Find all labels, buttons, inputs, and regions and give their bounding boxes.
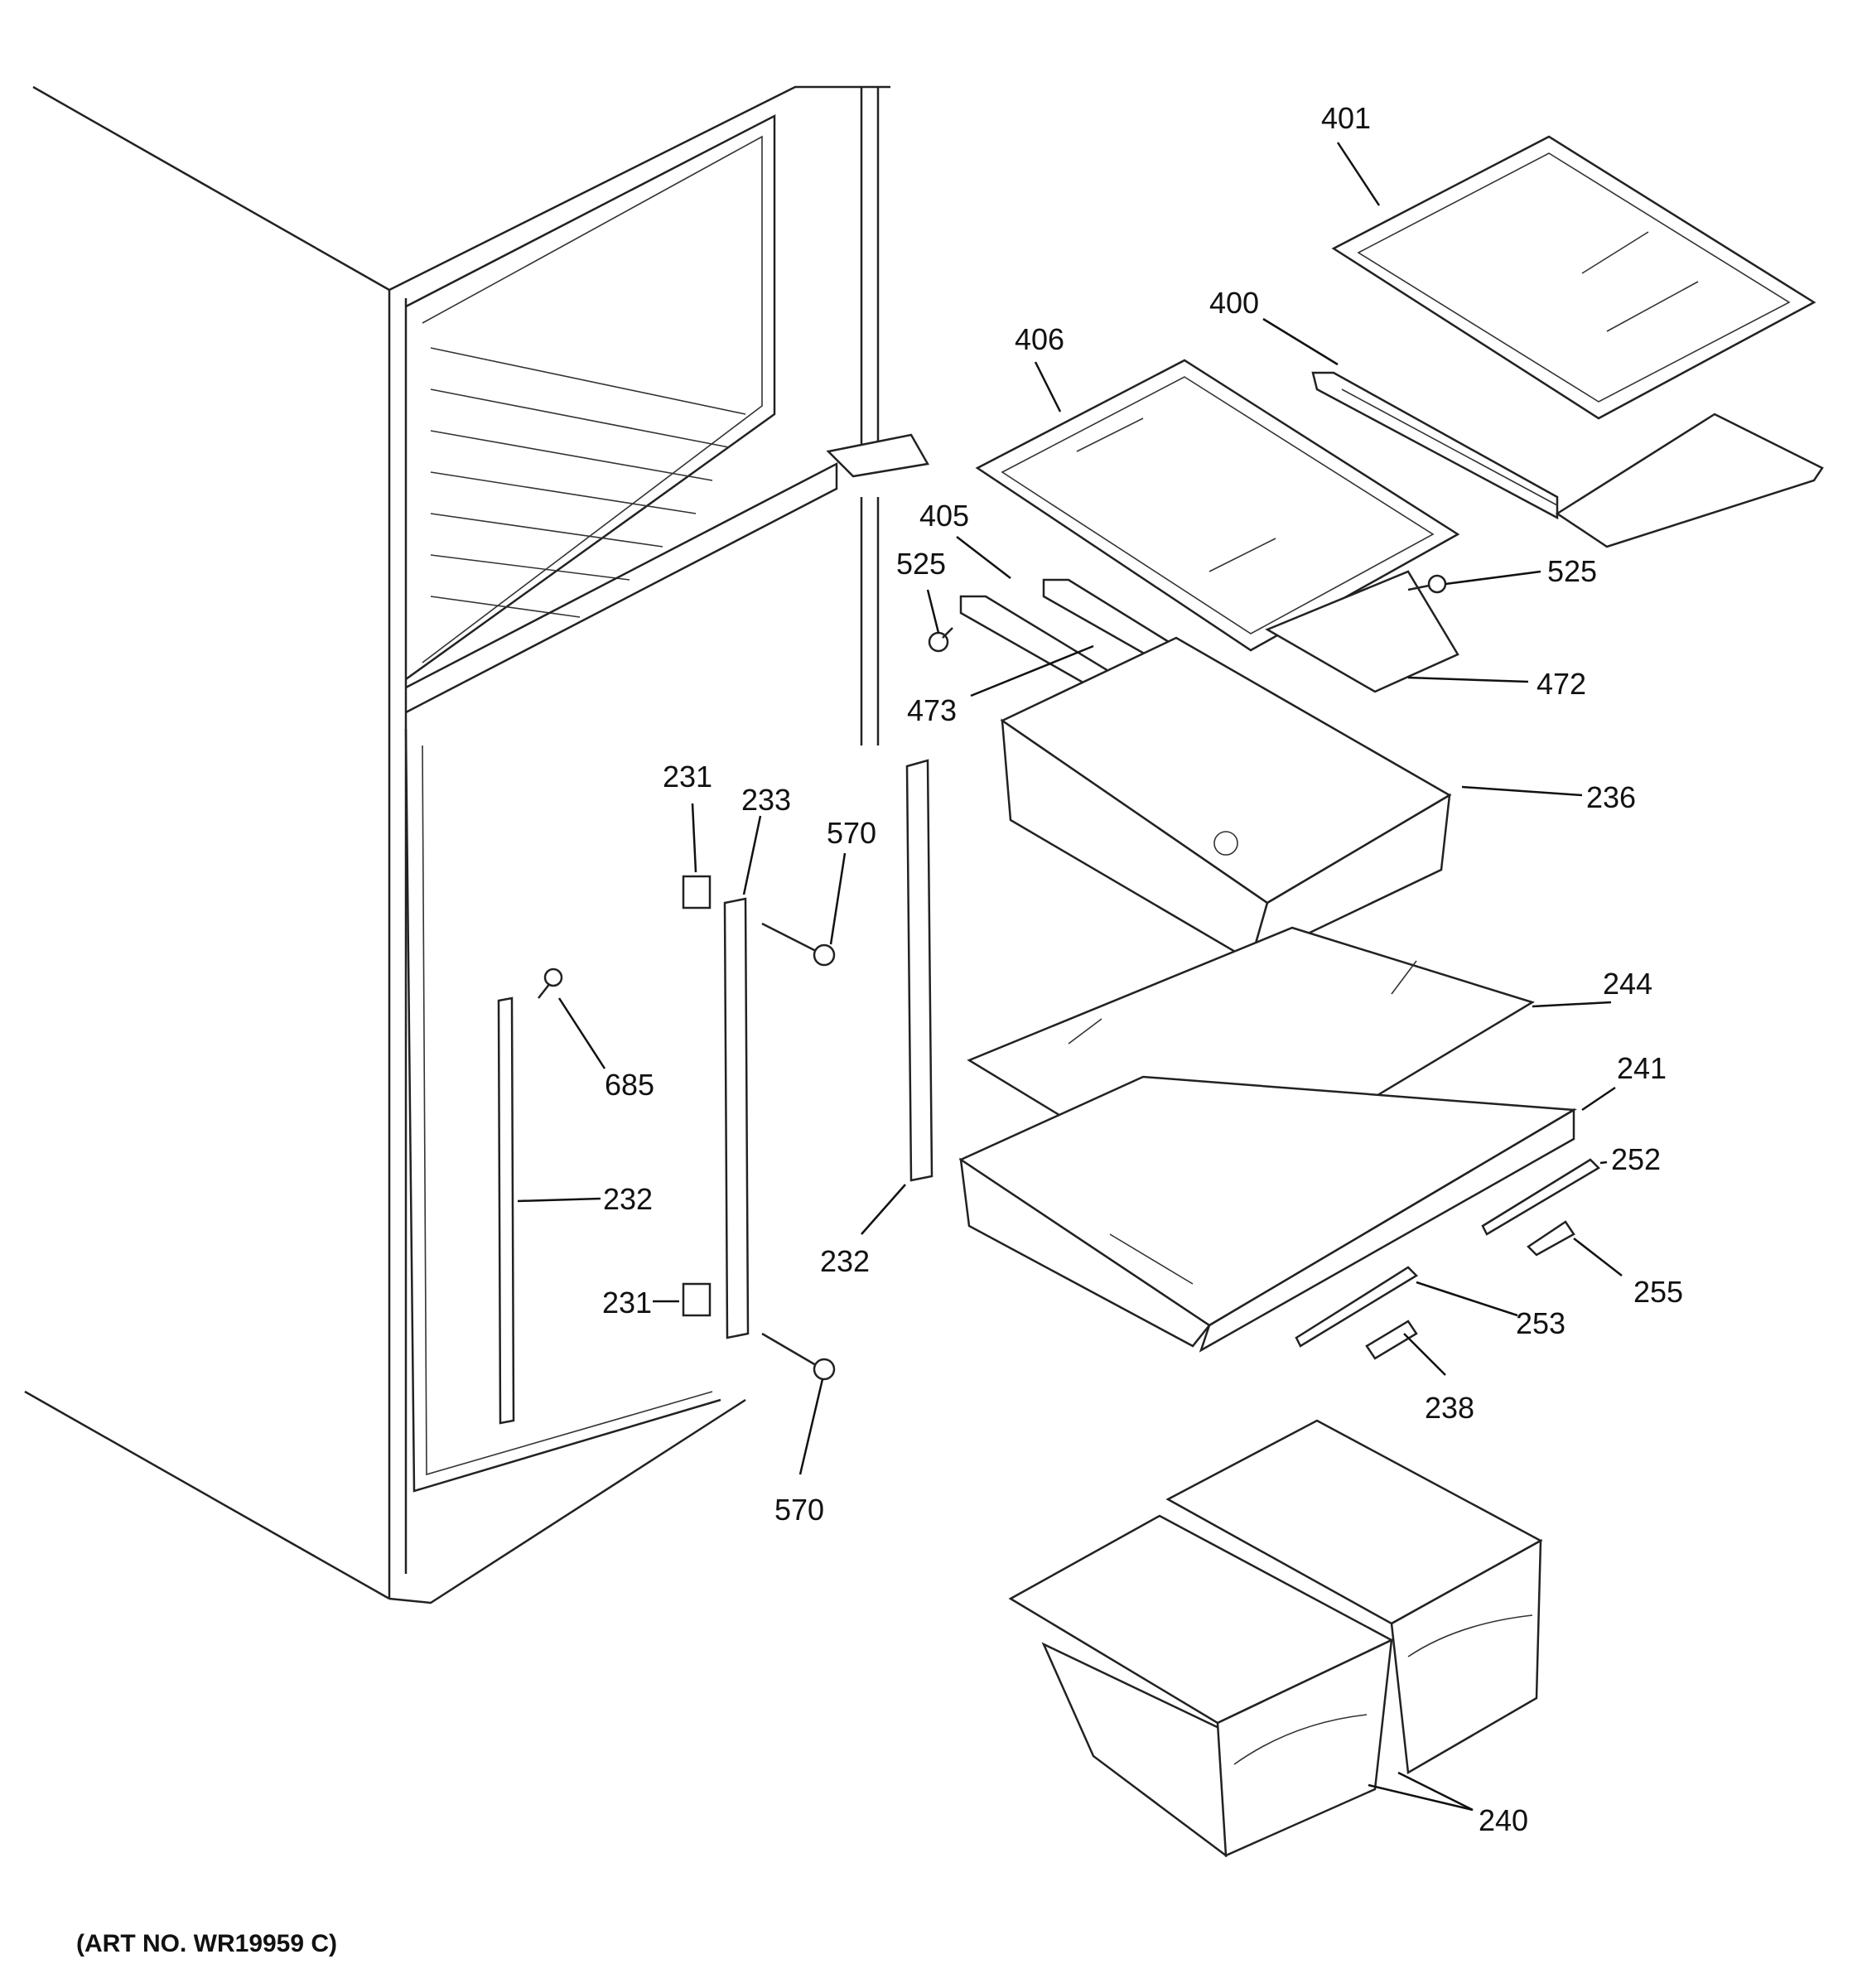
callout-525-left: 525 — [896, 547, 946, 581]
shelf-401 — [1331, 135, 1816, 420]
callout-406: 406 — [1015, 322, 1064, 356]
clip-231-top — [682, 875, 712, 910]
callout-231-top: 231 — [663, 760, 712, 794]
shelf-406 — [975, 359, 1460, 652]
clip-253 — [1295, 1266, 1419, 1348]
clip-231-bottom — [682, 1282, 712, 1317]
callout-233: 233 — [741, 783, 791, 817]
callout-232-left: 232 — [603, 1182, 653, 1216]
callout-241: 241 — [1617, 1051, 1667, 1085]
callout-240: 240 — [1479, 1803, 1528, 1837]
screw-685 — [538, 967, 563, 999]
callout-244: 244 — [1603, 967, 1652, 1001]
callout-405: 405 — [919, 499, 969, 533]
callout-238: 238 — [1425, 1391, 1474, 1425]
clip-238 — [1365, 1320, 1418, 1360]
callout-473: 473 — [907, 693, 957, 727]
callout-253: 253 — [1516, 1306, 1565, 1340]
callout-232-right: 232 — [820, 1244, 870, 1278]
screw-570-top — [761, 922, 836, 967]
screw-570-bottom — [761, 1332, 836, 1381]
rail-232-right — [905, 759, 934, 1182]
callout-570-top: 570 — [827, 816, 876, 850]
callout-472: 472 — [1537, 667, 1586, 701]
callout-252: 252 — [1611, 1142, 1661, 1176]
shelf-bracket-400 — [1311, 371, 1824, 548]
rail-233 — [723, 897, 750, 1339]
refrigerator-cabinet — [24, 85, 929, 1604]
rail-232-left — [497, 996, 515, 1425]
callout-236: 236 — [1586, 780, 1636, 814]
callout-231-bottom: 231 — [602, 1286, 652, 1320]
callout-255: 255 — [1633, 1275, 1683, 1309]
pan-236 — [1000, 636, 1452, 963]
leader-lines — [517, 142, 1623, 1812]
drawer-240-left — [1008, 1514, 1394, 1858]
callout-400: 400 — [1209, 286, 1259, 320]
callout-685: 685 — [605, 1068, 654, 1102]
drawer-240-right — [1165, 1419, 1543, 1775]
art-number: (ART NO. WR19959 C) — [76, 1930, 338, 1957]
callout-525-right: 525 — [1547, 554, 1597, 588]
clip-255 — [1527, 1220, 1575, 1257]
stopper-525-left — [928, 627, 953, 653]
callout-570-bottom: 570 — [774, 1493, 824, 1527]
clip-252 — [1481, 1158, 1601, 1236]
callout-401: 401 — [1321, 101, 1371, 135]
pan-241 — [958, 1075, 1578, 1353]
